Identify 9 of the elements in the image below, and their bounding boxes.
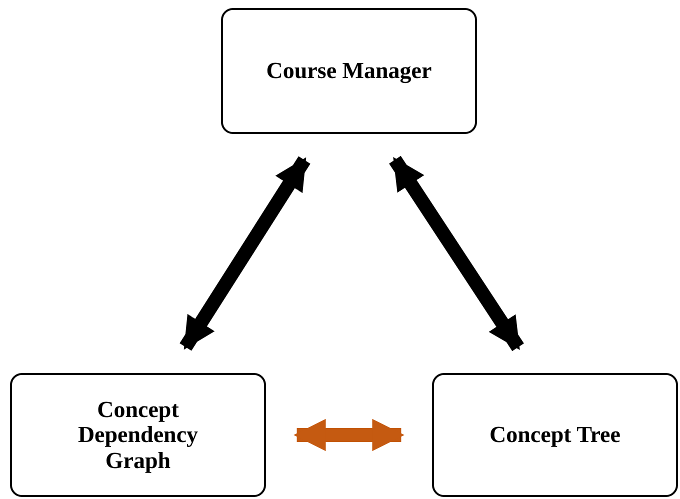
process-box	[221, 8, 477, 134]
double-arrow	[389, 156, 524, 352]
box-label: Concept Tree	[490, 422, 620, 448]
double-arrow	[180, 156, 310, 351]
process-box	[432, 373, 678, 497]
box-label: Concept Dependency Graph	[76, 397, 200, 473]
double-arrow	[294, 418, 404, 452]
process-box	[10, 373, 266, 497]
box-label: Course Manager	[266, 58, 432, 84]
